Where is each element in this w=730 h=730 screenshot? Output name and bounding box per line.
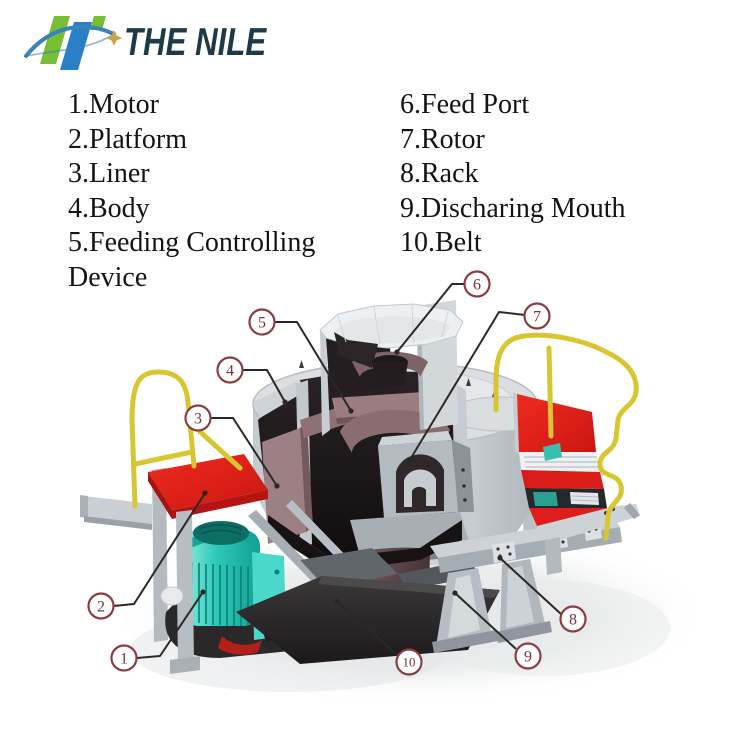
svg-text:5: 5 bbox=[258, 315, 266, 332]
brand-logo: THE NILE bbox=[22, 8, 302, 78]
legend-item: 5.Feeding Controlling bbox=[68, 227, 316, 258]
platform bbox=[148, 454, 268, 519]
legend-item: 6.Feed Port bbox=[400, 89, 530, 120]
rack bbox=[430, 516, 622, 653]
legend-item: Device bbox=[68, 261, 148, 293]
machine-diagram: 1 2 3 4 5 bbox=[80, 270, 715, 707]
right-stairs-platform bbox=[493, 332, 640, 575]
left-railing bbox=[129, 369, 243, 509]
svg-text:9: 9 bbox=[524, 649, 532, 666]
bearing-stub bbox=[160, 586, 184, 606]
feeding-controlling-device bbox=[332, 392, 450, 453]
logo-swoosh-2 bbox=[25, 33, 115, 57]
legend-item: 2.Platform bbox=[68, 123, 187, 155]
rotor bbox=[378, 431, 474, 518]
left-platform-assembly bbox=[80, 369, 316, 674]
callout-7: 7 bbox=[405, 302, 551, 466]
svg-text:4: 4 bbox=[226, 363, 234, 380]
callouts: 1 2 3 4 5 bbox=[87, 270, 587, 676]
callout-6: 6 bbox=[394, 270, 491, 355]
logo-swoosh bbox=[24, 24, 116, 58]
svg-text:3: 3 bbox=[194, 411, 202, 428]
nile-logo-mark bbox=[24, 16, 122, 70]
svg-text:6: 6 bbox=[473, 277, 481, 294]
legend-item: 3.Liner bbox=[68, 158, 150, 189]
callout-3: 3 bbox=[184, 404, 280, 489]
svg-text:1: 1 bbox=[120, 651, 128, 668]
legend-item: 9.Discharing Mouth bbox=[400, 192, 626, 224]
svg-text:7: 7 bbox=[533, 309, 541, 326]
legend-column-left: 1.Motor 2.Platform 3.Liner 4.Body 5.Feed… bbox=[68, 88, 315, 295]
legend-item: 1.Motor bbox=[68, 89, 159, 120]
callout-5: 5 bbox=[248, 308, 354, 414]
legend-item: 10.Belt bbox=[400, 227, 482, 258]
legend-column-right: 6.Feed Port 7.Rotor 8.Rack 9.Discharing … bbox=[400, 88, 626, 261]
right-railing bbox=[493, 332, 639, 541]
callout-8: 8 bbox=[497, 555, 587, 633]
callout-4: 4 bbox=[216, 356, 288, 405]
callout-9: 9 bbox=[452, 590, 542, 670]
callout-1: 1 bbox=[110, 589, 206, 672]
legend-item: 4.Body bbox=[68, 192, 150, 224]
rack-leg-right bbox=[496, 559, 552, 643]
svg-text:2: 2 bbox=[97, 599, 105, 616]
callout-2: 2 bbox=[87, 490, 208, 620]
logo-blue-bar bbox=[60, 22, 92, 70]
logo-star-icon bbox=[106, 30, 122, 46]
legend-item: 8.Rack bbox=[400, 158, 479, 189]
legend-item: 7.Rotor bbox=[400, 123, 485, 155]
svg-text:8: 8 bbox=[569, 612, 577, 629]
brand-name: THE NILE bbox=[124, 21, 267, 64]
svg-text:10: 10 bbox=[403, 655, 416, 670]
callout-10: 10 bbox=[334, 598, 423, 676]
